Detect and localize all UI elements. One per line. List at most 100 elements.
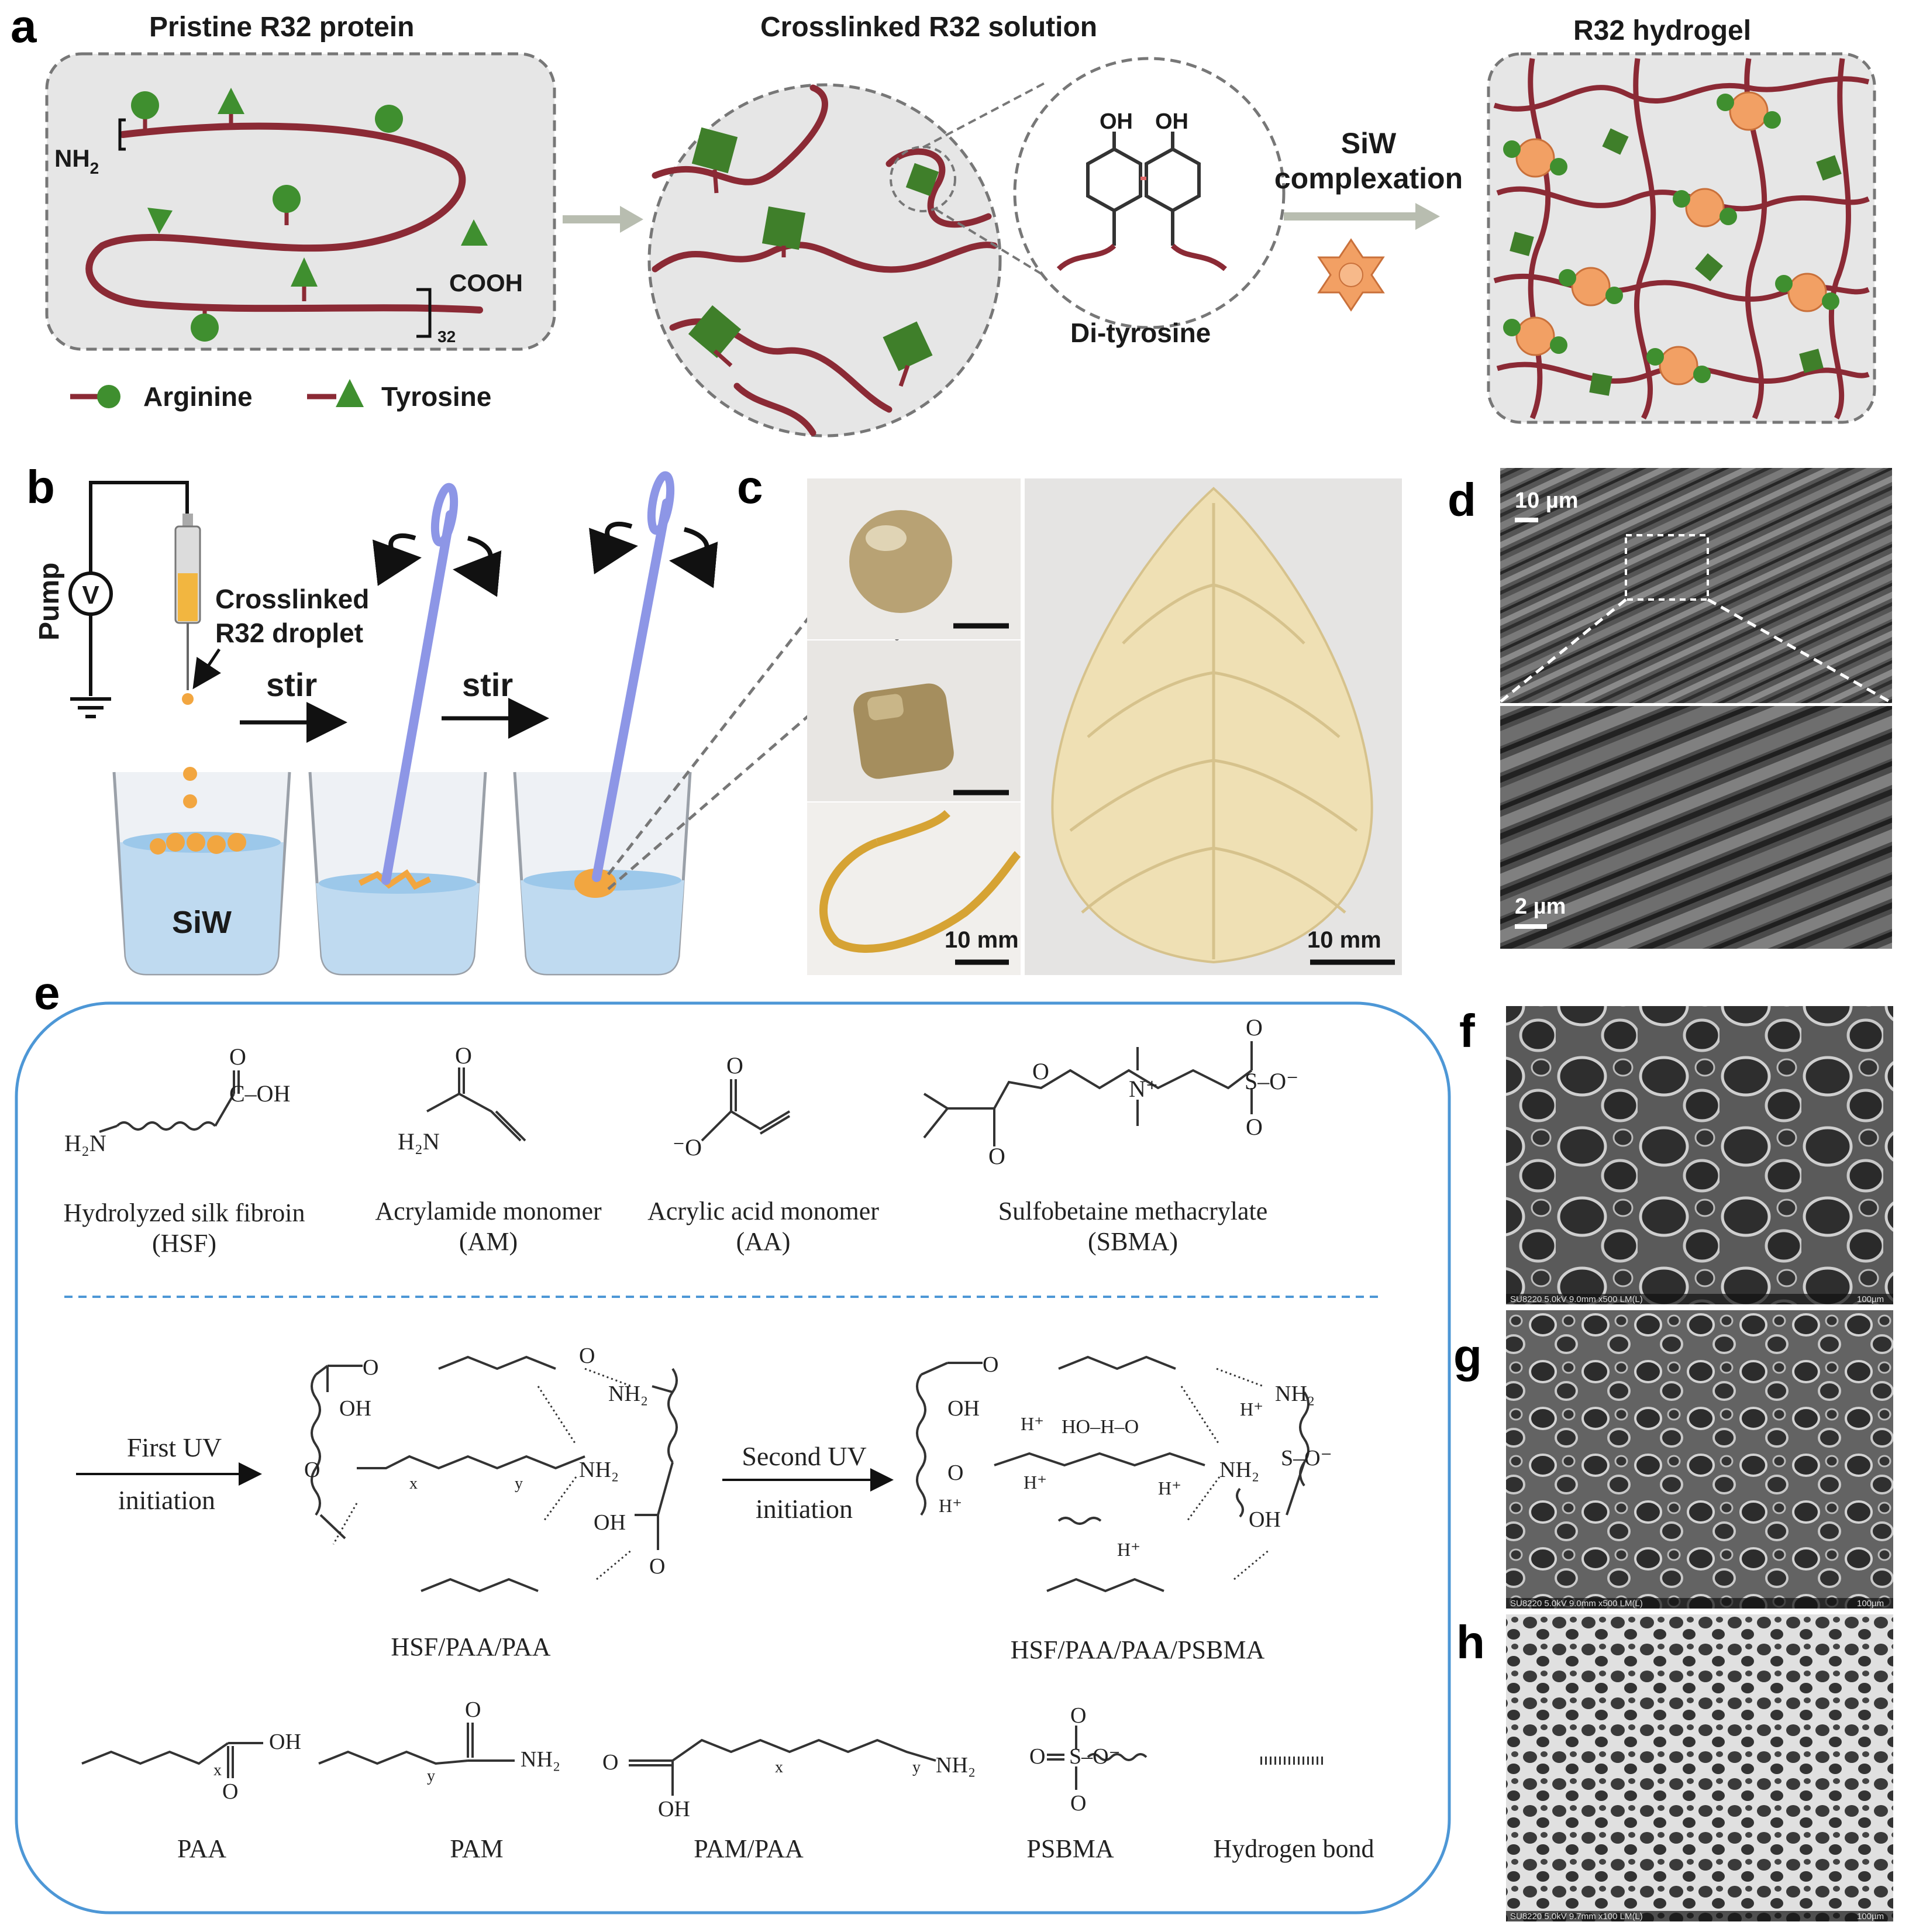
title-pristine: Pristine R32 protein (149, 12, 414, 43)
sem-g-scale: 100µm (1857, 1599, 1884, 1609)
svg-text:O: O (229, 1044, 246, 1070)
hydrogel-arginine (1503, 94, 1839, 383)
hydrogel-siw-clusters (1515, 91, 1827, 385)
hydrogel-tyrosine-squares (1510, 128, 1842, 396)
second-uv-2: initiation (756, 1494, 853, 1524)
legend-psbma-s: S–O⁻ (1069, 1744, 1121, 1769)
scale-c-left: 10 mm (945, 927, 1019, 953)
panel-a: a Pristine R32 protein Crosslinked R32 s… (11, 0, 1876, 438)
svg-text:OH: OH (947, 1396, 980, 1421)
svg-text:O: O (1032, 1058, 1049, 1084)
panel-label-g: g (1453, 1330, 1482, 1382)
panel-label-f: f (1459, 1005, 1475, 1057)
legend-pam-o: O (465, 1697, 481, 1722)
aa-structure: O ⁻O (673, 1052, 791, 1160)
beaker-2 (308, 772, 487, 976)
panel-f: f SU8220 5.0kV 9.0mm x500 LM(L) 100µm (1459, 1005, 1893, 1304)
legend-arginine: Arginine (70, 381, 253, 412)
panel-label-c: c (737, 461, 763, 513)
svg-text:O: O (983, 1352, 998, 1377)
stir-rod-1-loop (430, 483, 459, 547)
svg-text:H₂N: H₂N (64, 1130, 106, 1156)
crosslinked-tyrosine-squares (688, 127, 939, 371)
zoom-circle-small (890, 146, 956, 212)
svg-text:H⁺: H⁺ (1021, 1413, 1044, 1434)
svg-text:OH: OH (339, 1396, 371, 1421)
svg-text:S–O⁻: S–O⁻ (1245, 1068, 1298, 1094)
title-crosslinked: Crosslinked R32 solution (760, 12, 1097, 43)
legend-pampaa-x: x (775, 1758, 783, 1776)
protein-chain (85, 122, 483, 314)
panel-e-frame (15, 1001, 1451, 1914)
sem-h-caption: SU8220 5.0kV 9.7mm x100 LM(L) (1510, 1912, 1643, 1921)
svg-text:O: O (1246, 1114, 1263, 1140)
svg-text:O: O (1246, 1014, 1263, 1041)
rotation-arrow-1b (453, 536, 502, 597)
voltage-symbol: V (82, 581, 99, 609)
svg-text:NH₂: NH₂ (579, 1458, 619, 1482)
tyrosine-residues (147, 88, 488, 301)
product-1: HSF/PAA/PAA (391, 1633, 550, 1661)
syringe (174, 514, 201, 705)
sem-h (1506, 1614, 1893, 1921)
siw-cluster-icon (1317, 238, 1385, 312)
legend-psbma-o: O (1029, 1744, 1045, 1769)
scale-d-bottom: 2 µm (1515, 894, 1566, 919)
rotation-arrow-2a (589, 521, 638, 574)
svg-text:H⁺: H⁺ (1117, 1539, 1140, 1560)
panel-h: h SU8220 5.0kV 9.7mm x100 LM(L) 100µm (1456, 1614, 1893, 1921)
oh-right-label: OH (1155, 109, 1188, 134)
hsf-paa-labels: O OH O O NH₂ NH₂ OH O x y (304, 1344, 665, 1579)
svg-text:NH₂: NH₂ (1219, 1458, 1259, 1482)
legend-pam-y: y (427, 1767, 435, 1785)
legend-pampaa-structure (629, 1738, 936, 1796)
svg-text:O: O (649, 1554, 665, 1579)
panel-label-b: b (26, 461, 55, 513)
stir-rod-2 (592, 498, 671, 882)
legend-psbma-structure (1047, 1726, 1148, 1790)
dityrosine-zoom-circle (1013, 57, 1286, 329)
sem-d-bottom (1500, 706, 1892, 949)
sem-h-scale: 100µm (1857, 1912, 1884, 1921)
legend-tyrosine: Tyrosine (307, 379, 491, 412)
beaker-3 (513, 772, 692, 976)
legend-paa-x: x (213, 1761, 222, 1779)
svg-text:O: O (988, 1143, 1005, 1169)
svg-text:OH: OH (1249, 1507, 1281, 1532)
svg-text:C–OH: C–OH (229, 1080, 290, 1107)
repeat-subscript: 32 (437, 328, 456, 346)
svg-text:O: O (304, 1458, 320, 1482)
name-sbma-1: Sulfobetaine methacrylate (998, 1197, 1268, 1225)
sbma-structure: O O O O N⁺ S–O⁻ (923, 1014, 1298, 1169)
svg-text:NH₂: NH₂ (608, 1382, 648, 1406)
hbonds-2 (1180, 1368, 1270, 1580)
legend-pampaa: PAM/PAA (694, 1834, 804, 1863)
hsf-paa-paa-psbma-network (916, 1355, 1310, 1593)
oh-left-label: OH (1100, 109, 1133, 134)
crosslinks (712, 169, 910, 387)
voltage-source (68, 571, 113, 616)
stir-rod-1 (381, 510, 455, 885)
name-hsf-2: (HSF) (152, 1229, 216, 1258)
svg-text:Tyrosine: Tyrosine (381, 381, 491, 412)
panel-label-e: e (34, 967, 60, 1019)
scale-c-right: 10 mm (1307, 927, 1381, 953)
name-hsf-1: Hydrolyzed silk fibroin (63, 1199, 305, 1227)
legend-psbma: PSBMA (1026, 1834, 1114, 1863)
svg-text:H⁺: H⁺ (1240, 1399, 1263, 1420)
panel-label-a: a (11, 0, 37, 52)
hydrogel-box (1487, 52, 1876, 424)
title-hydrogel: R32 hydrogel (1573, 15, 1751, 46)
svg-text:y: y (515, 1475, 523, 1493)
dityrosine-structure (1086, 132, 1201, 246)
panel-b: b Pump V Crosslinked R32 droplet stir st… (26, 461, 914, 976)
name-sbma-2: (SBMA) (1088, 1227, 1178, 1256)
legend-paa: PAA (177, 1834, 226, 1863)
hsf-psbma-labels: O OH H⁺ HO–H–O H⁺ NH₂ H⁺ H⁺ H⁺ H⁺ NH₂ S–… (939, 1352, 1332, 1560)
svg-text:H⁺: H⁺ (1024, 1472, 1047, 1493)
stir-label-1: stir (266, 666, 317, 703)
scale-d-top: 10 µm (1515, 488, 1579, 513)
name-am-1: Acrylamide monomer (375, 1197, 602, 1225)
panel-d: d 10 µm 2 µm (1448, 468, 1892, 949)
